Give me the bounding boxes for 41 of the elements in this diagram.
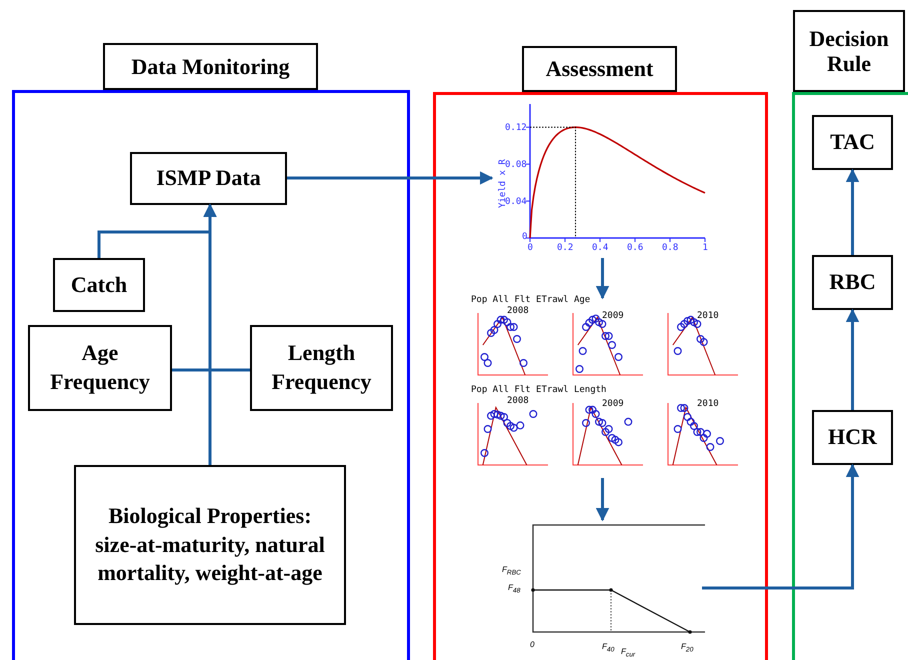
tick-label: F$_{40}$ — [602, 643, 614, 654]
year-label: 2009 — [602, 400, 624, 409]
panel-heading: Data Monitoring — [103, 43, 318, 90]
axis-title: F$_{RBC}$ — [502, 566, 521, 578]
process-box: RBC — [812, 255, 893, 310]
process-box: Length Frequency — [250, 325, 393, 411]
arrow — [596, 478, 610, 522]
tick-label: 0 — [528, 244, 533, 253]
tick-label: F$_{48}$ — [508, 584, 520, 596]
tick-label: 0.4 — [592, 244, 608, 253]
tick-label: 0.08 — [505, 161, 527, 170]
panel-heading: Assessment — [522, 46, 677, 92]
process-box: TAC — [812, 115, 893, 170]
process-box: Biological Properties: size-at-maturity, natural mortality, weight-at-age — [74, 465, 346, 625]
tick-label: 0 — [522, 233, 528, 242]
tick-label: 0.04 — [505, 198, 527, 207]
process-box: HCR — [812, 410, 893, 465]
tick-label: 0.6 — [627, 244, 644, 253]
tick-label: 0 — [530, 641, 534, 649]
plot-title: Pop All Flt ETrawl Length — [471, 386, 606, 395]
arrow — [846, 308, 860, 410]
arrow — [596, 258, 610, 300]
tick-label: F$_{cur}$ — [621, 648, 636, 660]
arrow — [203, 204, 217, 465]
process-box: Age Frequency — [28, 325, 172, 411]
year-label: 2009 — [602, 312, 624, 321]
process-box: Catch — [53, 258, 145, 312]
year-label: 2010 — [697, 312, 719, 321]
arrow — [702, 464, 860, 590]
tick-label: 1 — [702, 244, 708, 253]
tick-label: 0.2 — [557, 244, 574, 253]
arrow — [846, 168, 860, 255]
tick-label: 0.8 — [662, 244, 678, 253]
year-label: 2008 — [507, 307, 529, 316]
tick-label: 0.12 — [505, 124, 527, 133]
process-box: ISMP Data — [130, 152, 287, 205]
arrow — [287, 171, 494, 185]
year-label: 2008 — [507, 397, 529, 406]
tick-label: F$_{20}$ — [681, 643, 694, 654]
year-label: 2010 — [697, 400, 719, 409]
panel-heading: Decision Rule — [793, 10, 905, 92]
